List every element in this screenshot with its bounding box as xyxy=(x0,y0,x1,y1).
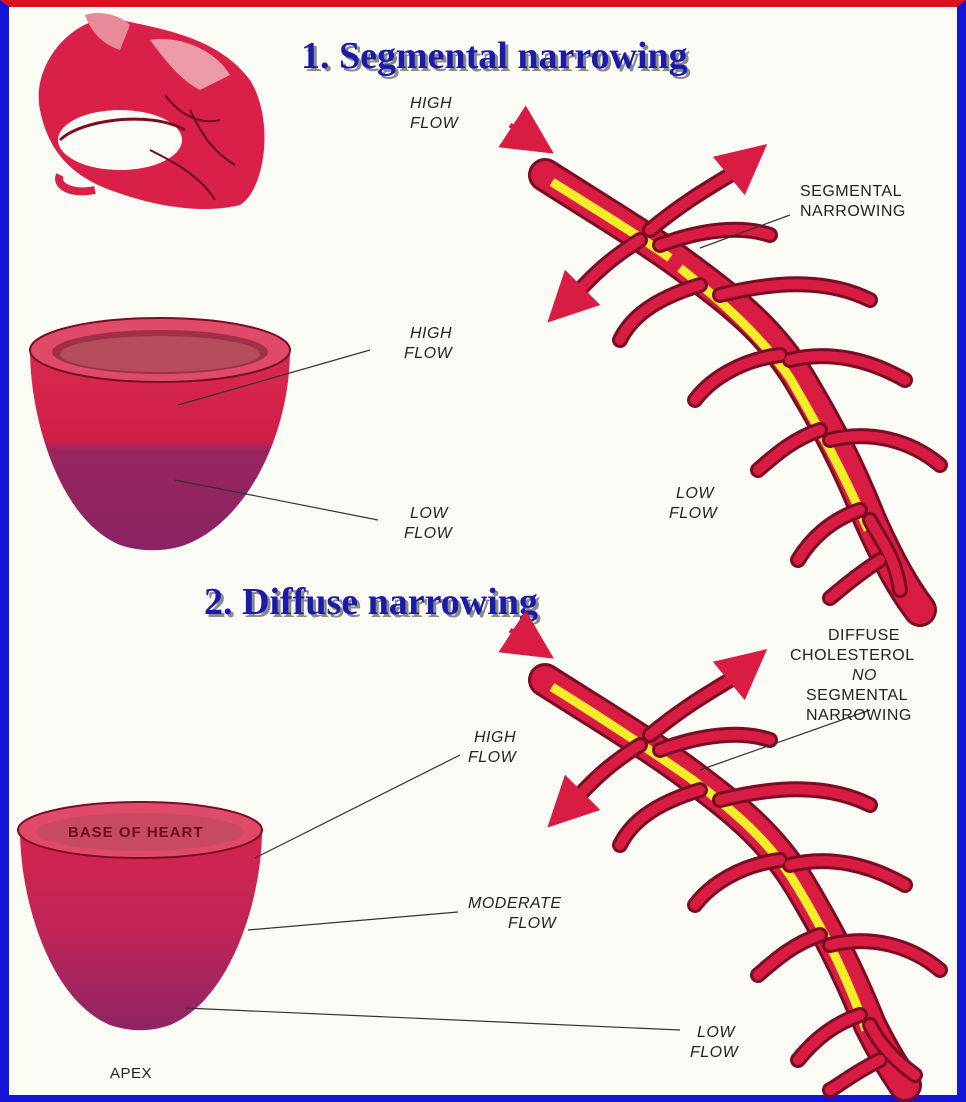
label-apex: APEX xyxy=(110,1065,152,1082)
label-high-flow-heart-2: FLOW xyxy=(404,345,454,362)
label-high-flow-heart-1: HIGH xyxy=(410,325,452,342)
label-high-flow-2: FLOW xyxy=(468,749,518,766)
label-low-flow-artery-1: LOW xyxy=(676,485,715,502)
label-no: NO xyxy=(852,667,877,684)
label-segmental-narrowing-1: SEGMENTAL xyxy=(800,183,902,200)
label-diffuse: DIFFUSE xyxy=(828,627,900,644)
label-cholesterol: CHOLESTEROL xyxy=(790,647,915,664)
label-narrowing: NARROWING xyxy=(806,707,912,724)
label-high-flow-1: HIGH xyxy=(474,729,516,746)
label-high-flow-artery-2: FLOW xyxy=(410,115,460,132)
label-low-flow-heart-2: FLOW xyxy=(404,525,454,542)
section1-title: 1. Segmental narrowing xyxy=(301,35,688,77)
label-moderate-flow-1: MODERATE xyxy=(468,895,561,912)
label-high-flow-artery-1: HIGH xyxy=(410,95,452,112)
label-low-flow-2: FLOW xyxy=(690,1044,740,1061)
label-segmental: SEGMENTAL xyxy=(806,687,908,704)
label-low-flow-1: LOW xyxy=(697,1024,736,1041)
label-base-of-heart: BASE OF HEART xyxy=(68,824,204,841)
section2-title: 2. Diffuse narrowing xyxy=(204,581,538,623)
heart-anatomy-image xyxy=(39,13,265,209)
label-low-flow-artery-2: FLOW xyxy=(669,505,719,522)
heart-cup-segmental xyxy=(30,318,378,550)
label-low-flow-heart-1: LOW xyxy=(410,505,449,522)
label-moderate-flow-2: FLOW xyxy=(508,915,558,932)
label-segmental-narrowing-2: NARROWING xyxy=(800,203,906,220)
